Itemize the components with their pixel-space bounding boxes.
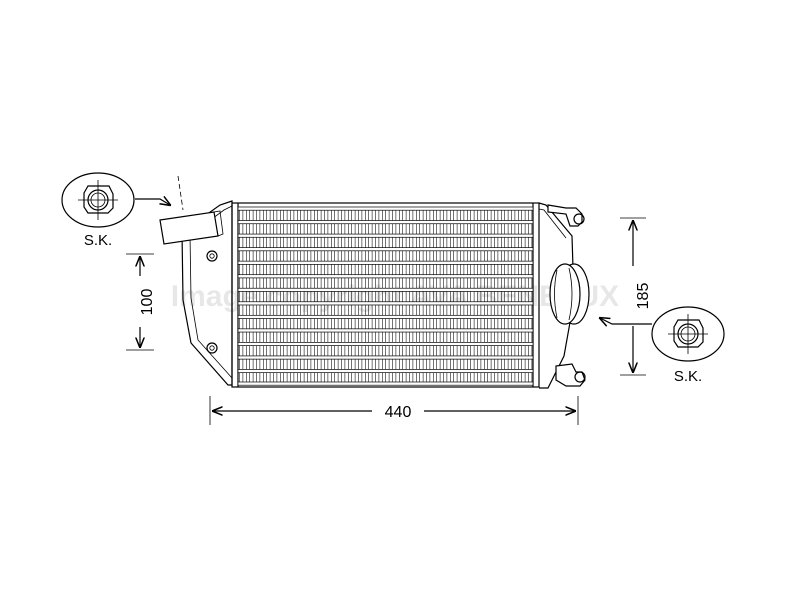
core-tube [237,369,534,374]
left-inlet-port [159,210,224,245]
dimension-height-right-label: 185 [635,283,652,310]
core-fins [239,332,533,343]
core-tube [237,260,534,265]
core-fins [239,223,533,235]
dimension-height-left-label: 100 [139,289,156,316]
callout-left-label: S.K. [84,232,112,249]
core-tube [237,274,534,279]
core-fins [239,237,533,248]
core-tube [237,233,534,238]
core-fins [239,372,533,383]
core-tube [237,206,534,211]
core-tube [237,220,534,225]
core-tube [237,328,534,333]
core-fins [239,264,533,275]
core-tube [237,381,534,386]
core-tube [237,314,534,319]
core-tube [237,342,534,346]
core-fins [239,359,533,370]
callout-right: S.K. [600,306,725,385]
core-fins [239,291,533,302]
dimension-width: 440 [209,396,579,425]
core-tube [237,355,534,360]
core-fins [239,210,533,221]
right-outlet-port [549,263,590,325]
core-tube [237,247,534,252]
dimension-height-right: 185 [620,217,652,376]
core-fins [239,345,533,356]
core-fins [239,277,533,289]
core-tube [237,287,534,292]
core-fins [239,250,533,262]
core-fins [239,318,533,329]
left-tank [181,200,233,386]
right-tank [538,202,586,389]
callout-right-label: S.K. [674,368,702,385]
radiator-core [231,202,540,388]
dimension-width-label: 440 [385,404,412,421]
watermark-text: Image copyright AVA BENELUX [171,280,619,313]
dimension-height-left: 100 [126,253,156,351]
callout-left: S.K. [61,172,184,249]
core-tube [237,301,534,306]
core-fins [239,305,533,316]
